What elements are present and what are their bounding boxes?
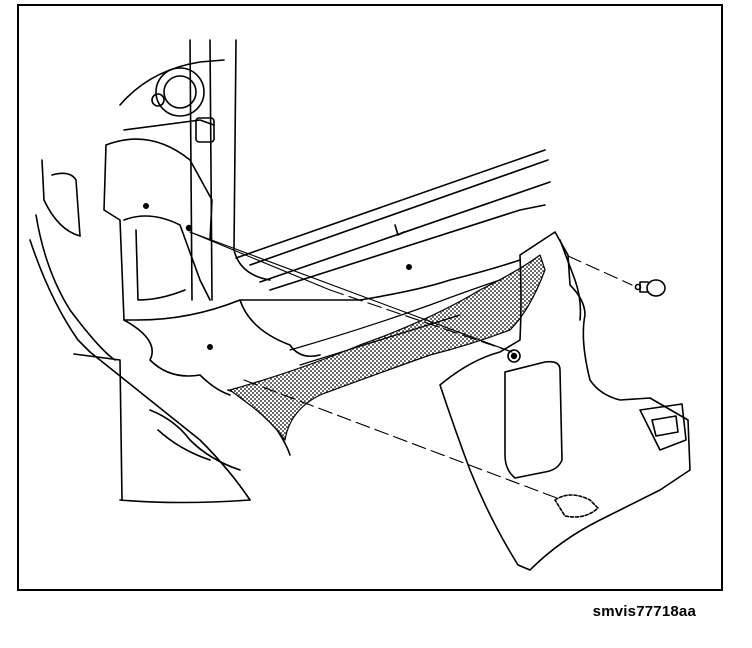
mud-flap bbox=[439, 231, 691, 571]
sealing-strip bbox=[229, 254, 546, 441]
push-pin-fastener bbox=[634, 279, 666, 297]
body-grommet bbox=[151, 67, 215, 143]
wheel-well-panel bbox=[29, 159, 251, 504]
front-splash-shield bbox=[103, 138, 213, 321]
figure-caption: smvis77718aa bbox=[592, 603, 696, 620]
installation-leader-lines bbox=[189, 231, 633, 501]
rocker-panel bbox=[207, 149, 551, 350]
